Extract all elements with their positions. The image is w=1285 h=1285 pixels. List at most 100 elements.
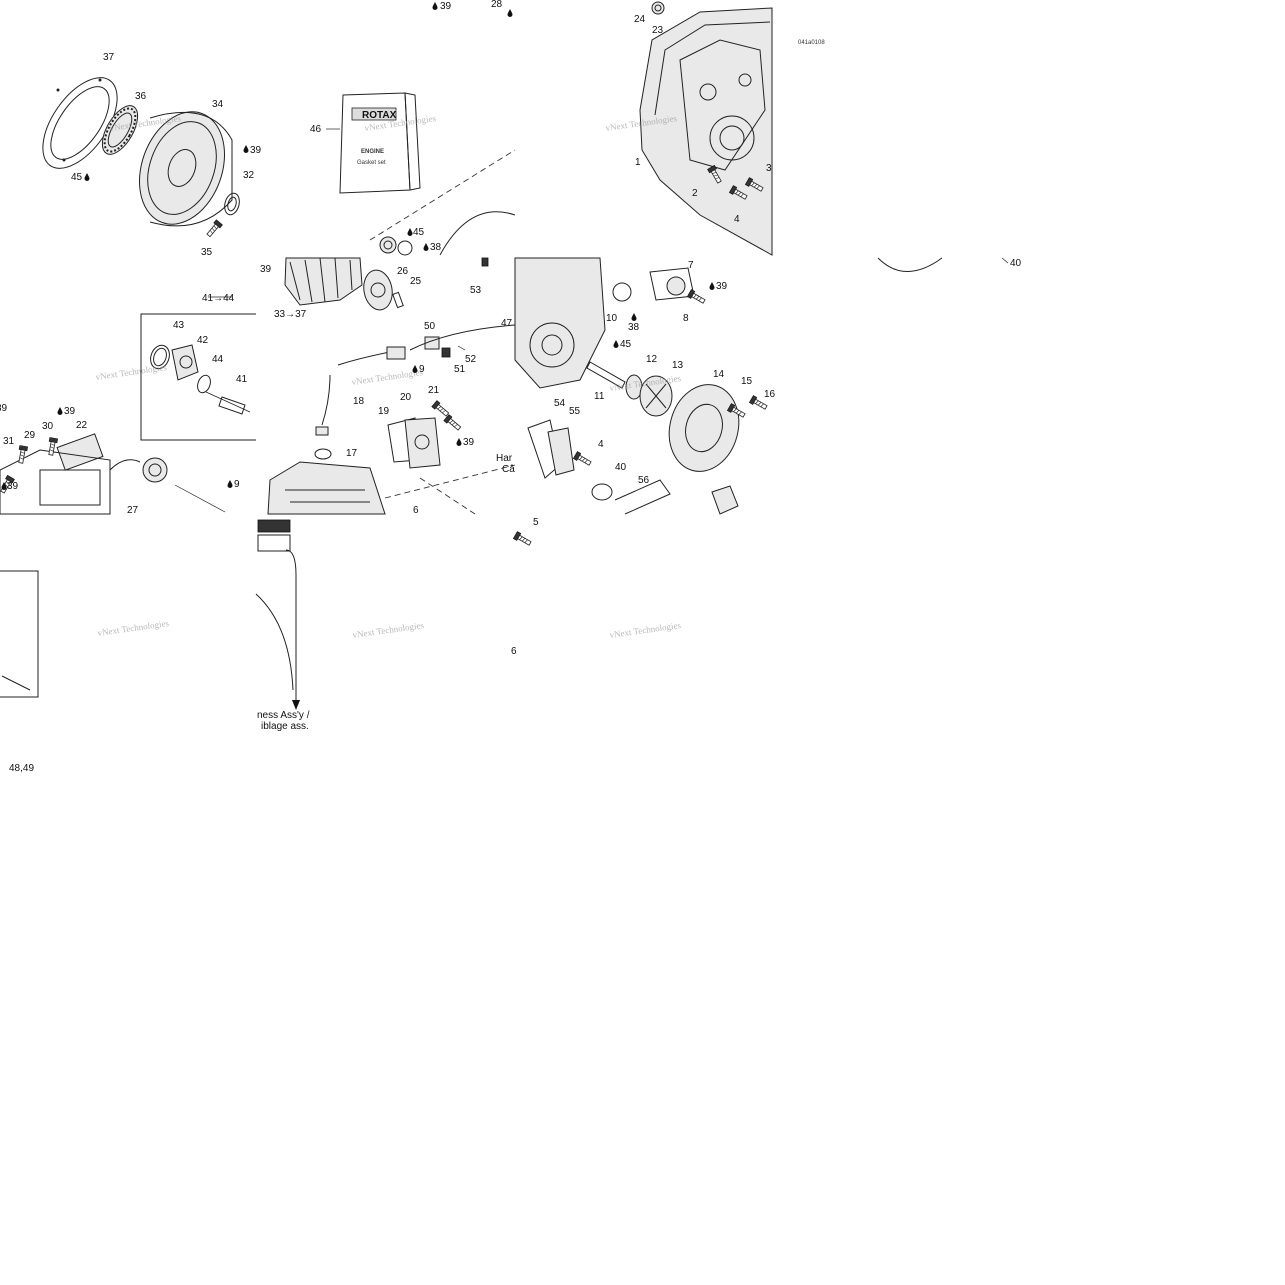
callout-9: 9 [419, 364, 425, 375]
callout-2: 2 [692, 188, 698, 199]
harness-partial-line2: Câ [502, 464, 515, 475]
impeller-13 [639, 375, 673, 417]
callout-10: 10 [606, 313, 618, 324]
bolt-4-mid [572, 451, 593, 468]
o-ring-43 [150, 344, 170, 370]
callout-24: 24 [634, 14, 646, 25]
callout-31: 31 [3, 436, 15, 447]
callout-15: 15 [741, 376, 753, 387]
callout-39a: 39 [440, 1, 452, 12]
callout-40: 40 [615, 462, 627, 473]
callout-50: 50 [424, 321, 436, 332]
watermark: vNext Technologies [97, 618, 170, 638]
callout-6: 6 [413, 505, 419, 516]
callout-47: 47 [501, 318, 513, 329]
crankcase-cover-1 [639, 7, 773, 256]
callout-7: 7 [688, 260, 694, 271]
pump-housing-14 [668, 384, 740, 472]
callout-1: 1 [635, 157, 641, 168]
callout-34: 34 [212, 99, 224, 110]
washer-17 [314, 448, 332, 460]
callout-56: 56 [638, 475, 650, 486]
tile-divider-dash-top [369, 149, 516, 256]
magneto-cover-47 [514, 257, 606, 389]
bearing-26 [363, 269, 393, 311]
harness-partial-line1: Har [496, 453, 513, 464]
callout-42: 42 [197, 335, 209, 346]
callout-23: 23 [652, 25, 664, 36]
callout-4: 4 [734, 214, 740, 225]
callout-29: 29 [24, 430, 36, 441]
kit-label: ROTAX ENGINE Gasket set [357, 110, 397, 166]
callout-18: 18 [353, 396, 365, 407]
flywheel-34 [138, 111, 233, 227]
kit-brand: ROTAX [362, 110, 397, 121]
kit-line1: ENGINE [361, 149, 384, 155]
kit-line2: Gasket set [357, 160, 386, 166]
bolt-35 [205, 219, 223, 239]
callout-5: 5 [533, 517, 539, 528]
harness-routing [255, 549, 300, 710]
callout-53: 53 [470, 285, 482, 296]
watermark: vNext Technologies [352, 620, 425, 640]
gasket-19-cover-20 [387, 417, 441, 469]
callout-21: 21 [428, 385, 440, 396]
callout-39c: 39 [260, 264, 272, 275]
callout-22: 22 [76, 420, 88, 431]
sprag-clutch-36 [101, 105, 139, 155]
callout-39e: 39 [64, 406, 76, 417]
callout-39f: 39 [7, 481, 19, 492]
callout-45: 45 [71, 172, 83, 183]
callout-11: 11 [594, 391, 605, 402]
callout-44: 44 [212, 354, 224, 365]
callout-27: 27 [127, 505, 139, 516]
callout-4-mid: 4 [598, 439, 604, 450]
harness-label-line1: ness Ass'y / [257, 710, 310, 721]
callout-38: 38 [430, 242, 442, 253]
callout-52: 52 [465, 354, 477, 365]
callout-14: 14 [713, 369, 725, 380]
water-pump-shaft-11 [586, 361, 626, 389]
pin-25 [392, 291, 404, 309]
sensor-box-41-44 [140, 296, 256, 441]
callout-12: 12 [646, 354, 658, 365]
harness-label-line2: iblage ass. [261, 721, 309, 732]
ignition-coil-22 [0, 433, 141, 515]
callout-6-bottom: 6 [511, 646, 517, 657]
wiring-harness-18 [315, 324, 516, 436]
callout-45c: 45 [620, 339, 632, 350]
callout-30: 30 [42, 421, 54, 432]
callout-16: 16 [764, 389, 776, 400]
callout-35: 35 [201, 247, 213, 258]
flywheel-cover-37 [42, 77, 118, 169]
callout-40b: 40 [1010, 258, 1022, 269]
washer-24 [651, 1, 665, 15]
callout-17: 17 [346, 448, 358, 459]
callout-20: 20 [400, 392, 412, 403]
callout-8: 8 [683, 313, 689, 324]
callout-32: 32 [243, 170, 255, 181]
callout-39d: 39 [716, 281, 728, 292]
callout-55: 55 [569, 406, 581, 417]
washer-32 [224, 192, 240, 216]
watermark: vNext Technologies [95, 362, 168, 382]
callout-13: 13 [672, 360, 684, 371]
callout-37: 37 [103, 52, 115, 63]
watermark: vNext Technologies [609, 620, 682, 640]
bracket-54-55 [527, 419, 575, 479]
clamp-40-hose-56 [591, 479, 739, 515]
crank-position-sensor-27 [142, 457, 226, 513]
tile-divider-dash-mid [419, 477, 476, 515]
hose-40-right [877, 257, 1009, 272]
callout-28: 28 [491, 0, 503, 10]
callout-38b: 38 [628, 322, 640, 333]
page-ref: 48,49 [9, 763, 34, 774]
callout-43: 43 [173, 320, 185, 331]
callout-54: 54 [554, 398, 566, 409]
engine-block-6 [267, 461, 516, 515]
plug-53 [481, 257, 489, 267]
diagram-code: 041a0108 [798, 40, 825, 46]
connector-bottom [257, 519, 291, 552]
sensor-housing-42 [171, 344, 199, 381]
